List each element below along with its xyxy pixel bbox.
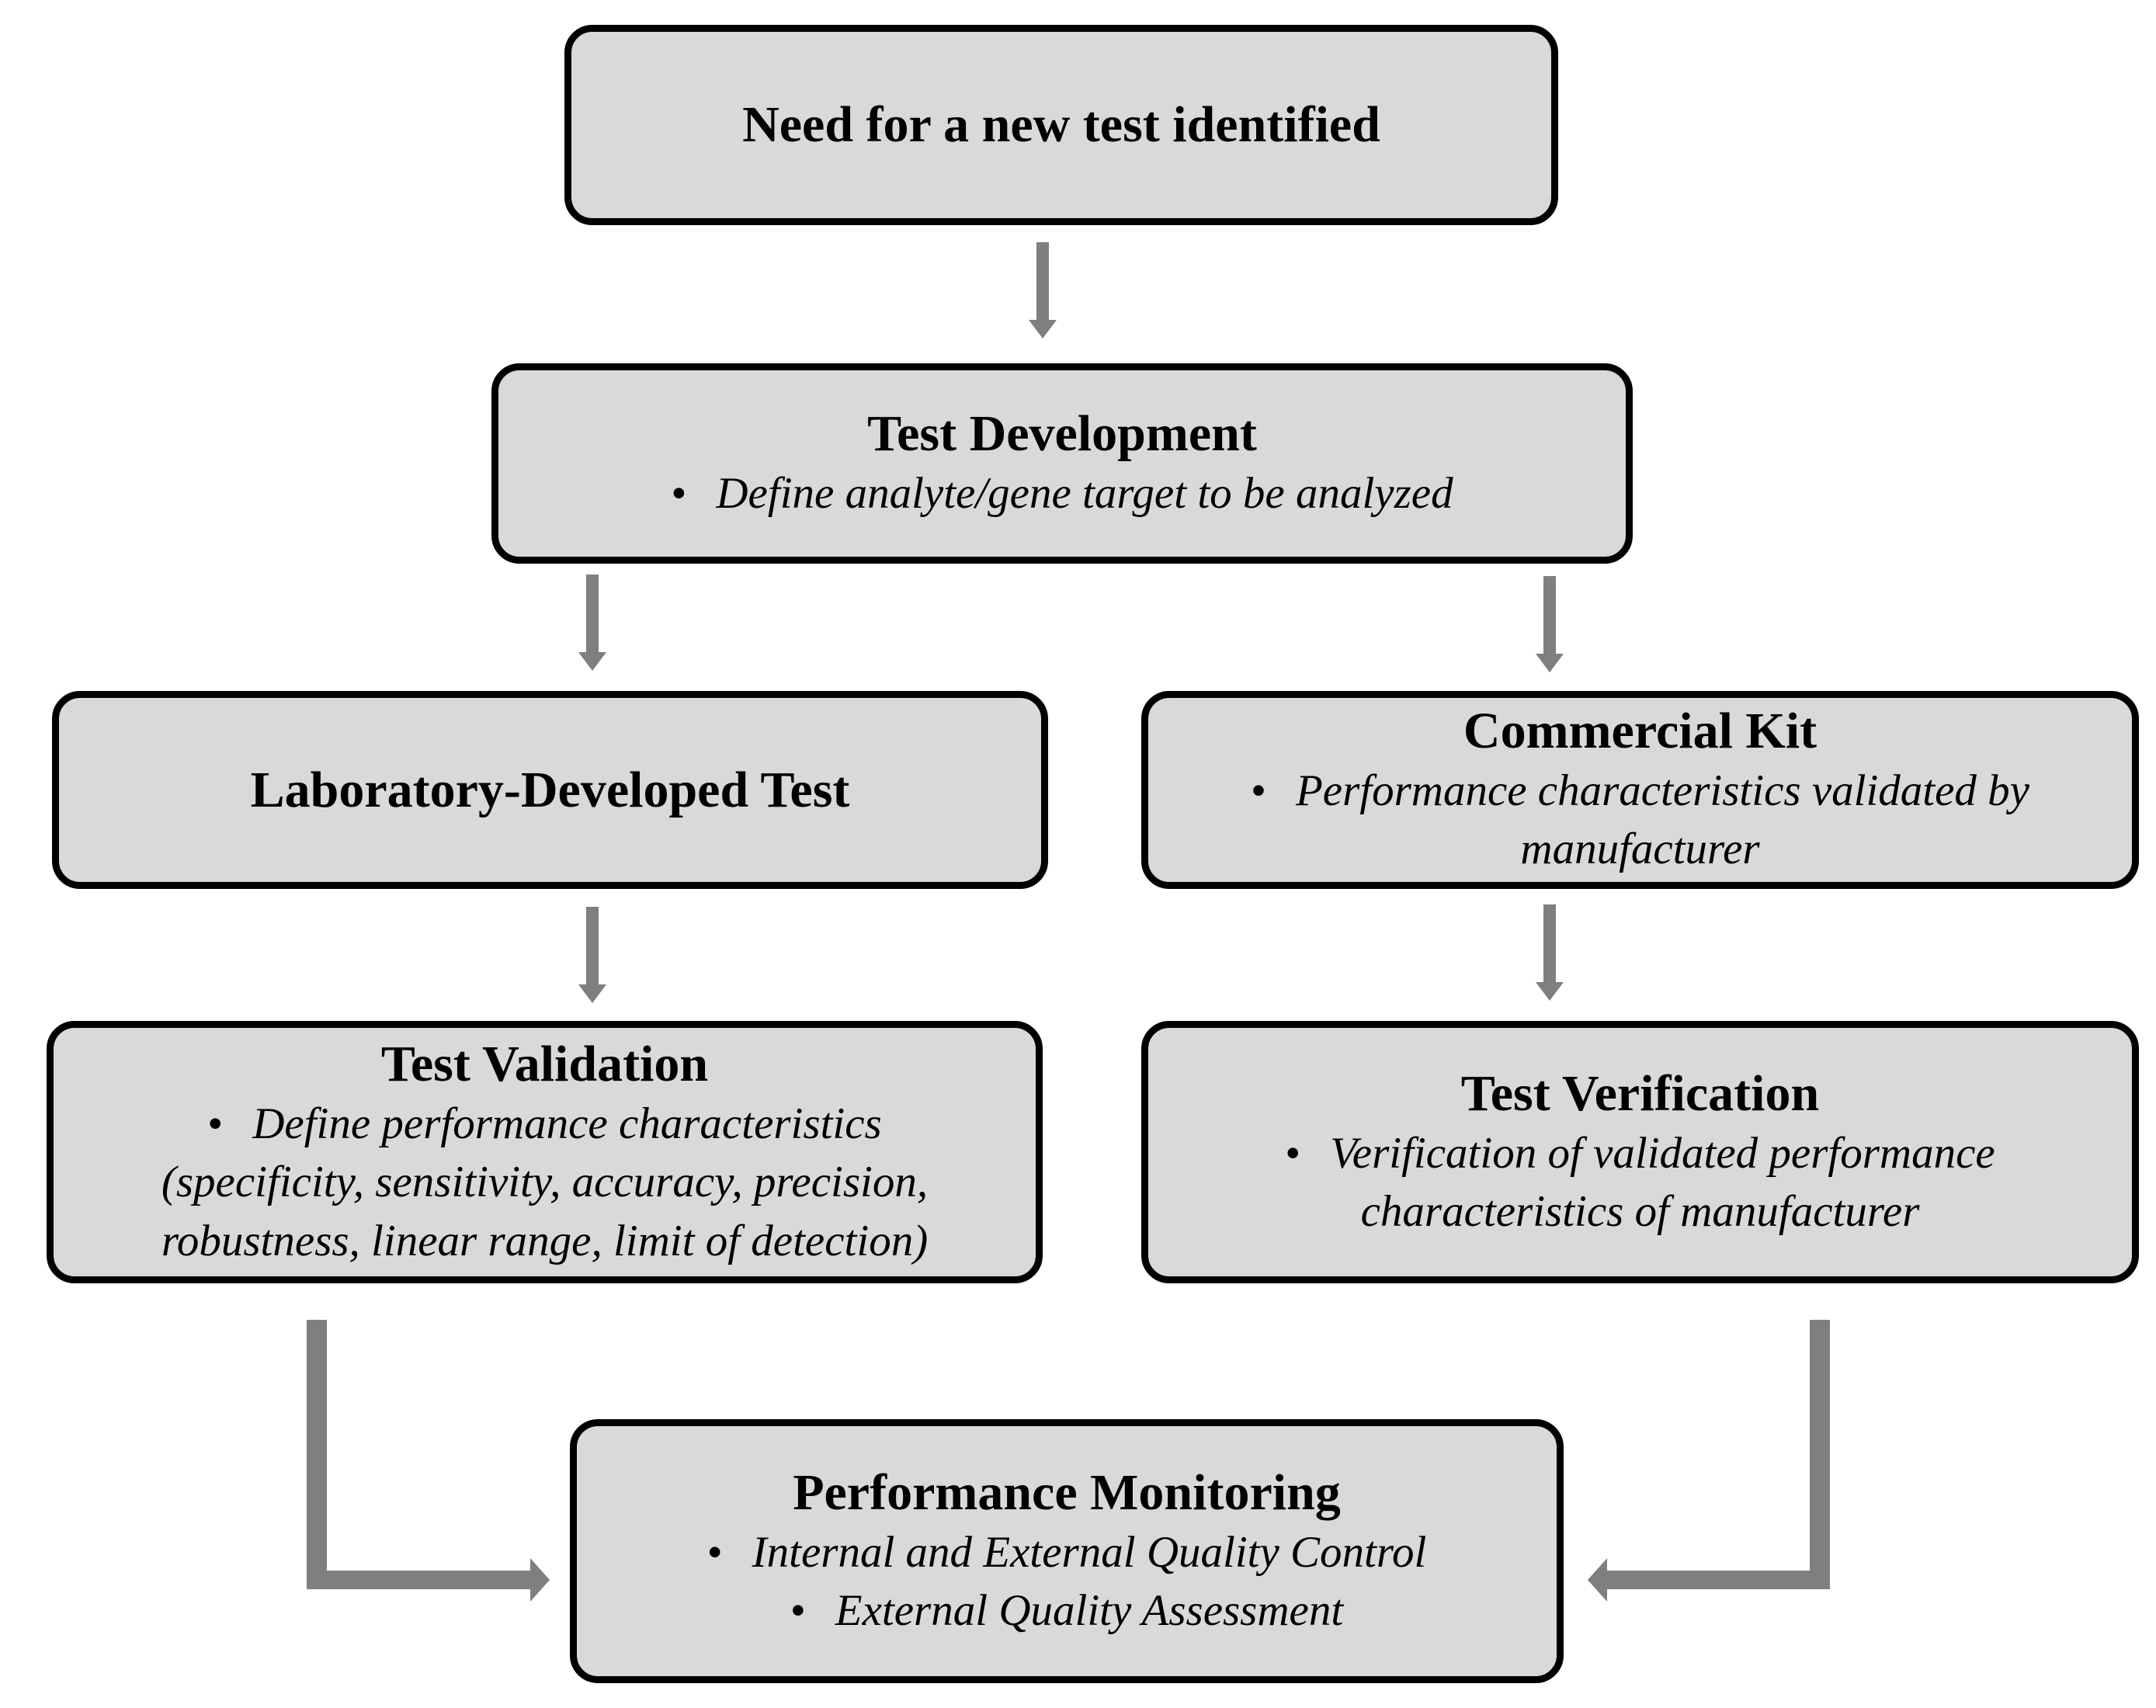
test-verification-box: Test Verification • Verification of valid…	[1141, 1021, 2139, 1283]
arrow-development-to-ldt	[578, 575, 606, 671]
arrow-development-to-commercial-kit	[1536, 576, 1564, 672]
bullet-marker: •	[1251, 766, 1266, 816]
performance-monitoring-bullet-1-text: Internal and External Quality Control	[752, 1527, 1427, 1577]
arrow-ldt-to-validation	[578, 907, 606, 1003]
test-validation-bullet-text-line1: Define performance characteristics	[252, 1099, 882, 1149]
performance-monitoring-box: Performance Monitoring • Internal and Ext…	[570, 1419, 1564, 1683]
test-validation-bullet: • Define performance characteristics	[207, 1095, 881, 1153]
arrow-commercial-kit-to-verification	[1536, 904, 1564, 1001]
performance-monitoring-bullet-1: • Internal and External Quality Control	[707, 1523, 1427, 1581]
commercial-kit-bullet-text-line1: Performance characteristics validated by	[1295, 766, 2029, 816]
laboratory-developed-test-title: Laboratory-Developed Test	[250, 761, 850, 818]
test-validation-bullet-text-line2: (specificity, sensitivity, accuracy, pre…	[161, 1158, 929, 1207]
arrow-validation-to-monitoring	[307, 1320, 550, 1602]
bullet-marker: •	[207, 1099, 224, 1149]
performance-monitoring-bullet-2-text: External Quality Assessment	[835, 1585, 1344, 1635]
test-development-bullet: • Define analyte/gene target to be analyz…	[671, 464, 1453, 522]
test-verification-bullet-text-line1: Verification of validated performance	[1330, 1128, 1995, 1178]
test-development-box: Test Development • Define analyte/gene ta…	[491, 363, 1633, 564]
test-development-bullet-text: Define analyte/gene target to be analyze…	[716, 469, 1453, 519]
need-identified-title: Need for a new test identified	[742, 96, 1380, 154]
test-verification-bullet: • Verification of validated performance	[1285, 1124, 1995, 1182]
bullet-marker: •	[671, 469, 687, 519]
performance-monitoring-title: Performance Monitoring	[793, 1463, 1341, 1521]
test-validation-bullet-text-line3: robustness, linear range, limit of detec…	[161, 1216, 929, 1265]
commercial-kit-bullet: • Performance characteristics validated b…	[1251, 762, 2029, 820]
arrow-need-to-development	[1029, 242, 1057, 338]
test-verification-title: Test Verification	[1460, 1064, 1820, 1122]
performance-monitoring-bullet-2: • External Quality Assessment	[790, 1581, 1343, 1640]
commercial-kit-title: Commercial Kit	[1463, 703, 1817, 760]
test-validation-title: Test Validation	[380, 1036, 709, 1093]
bullet-marker: •	[1285, 1128, 1301, 1178]
test-verification-bullet-text-line2: characteristics of manufacturer	[1360, 1186, 1920, 1236]
commercial-kit-bullet-text-line2: manufacturer	[1520, 824, 1760, 874]
arrow-verification-to-monitoring	[1588, 1320, 1830, 1602]
test-validation-box: Test Validation • Define performance char…	[47, 1021, 1043, 1283]
laboratory-developed-test-box: Laboratory-Developed Test	[52, 691, 1048, 889]
need-identified-box: Need for a new test identified	[564, 25, 1558, 225]
bullet-marker: •	[707, 1527, 723, 1577]
commercial-kit-box: Commercial Kit • Performance characterist…	[1141, 691, 2139, 889]
bullet-marker: •	[790, 1585, 806, 1635]
test-development-title: Test Development	[867, 405, 1257, 463]
